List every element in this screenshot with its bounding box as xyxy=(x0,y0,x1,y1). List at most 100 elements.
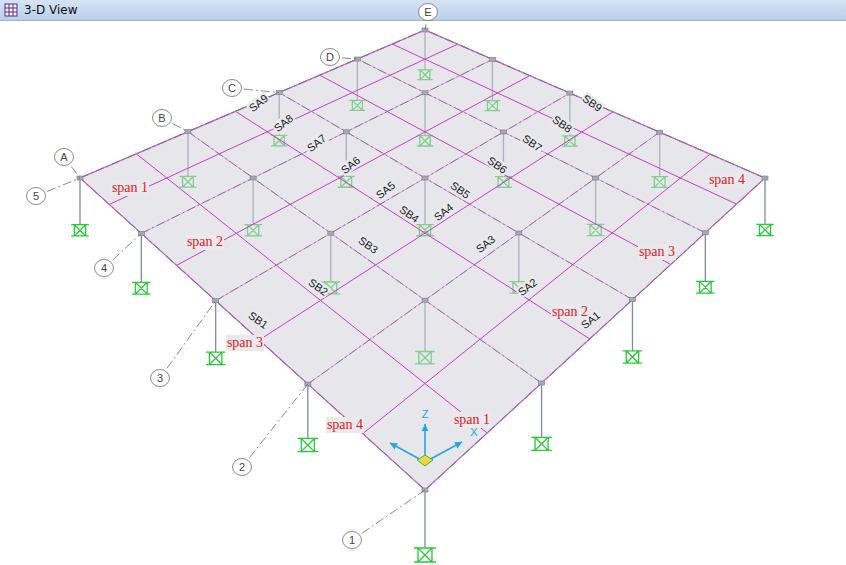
column-top xyxy=(343,130,349,134)
column-top xyxy=(489,57,495,61)
strip-boundary xyxy=(188,132,542,383)
column-line xyxy=(764,178,765,224)
bubble-ellipse xyxy=(223,80,242,97)
window-icon xyxy=(4,3,18,17)
column-top xyxy=(657,130,663,134)
grid-label: 5 xyxy=(26,190,46,202)
column-line xyxy=(632,300,633,351)
strip-boundary xyxy=(357,59,705,233)
support-symbol xyxy=(414,548,436,562)
strip-line xyxy=(235,111,589,339)
column-line xyxy=(141,233,142,282)
support-symbol xyxy=(132,282,151,294)
grid-line xyxy=(80,178,425,490)
support-symbol xyxy=(206,352,226,364)
slab-area xyxy=(80,30,765,490)
column-top xyxy=(138,231,144,235)
span-label: span 3 xyxy=(226,335,264,351)
bubble-ellipse xyxy=(27,188,46,205)
grid-extension xyxy=(362,490,425,533)
grid-bubble: D xyxy=(320,48,340,66)
column-line xyxy=(307,384,308,438)
column-line xyxy=(215,301,216,352)
grid-label: 1 xyxy=(342,534,362,546)
grid-extension xyxy=(167,301,216,369)
icon-grid xyxy=(5,4,17,16)
strip-line xyxy=(177,76,530,266)
column-tops xyxy=(77,28,768,492)
grid-extension xyxy=(425,24,426,30)
column-top xyxy=(629,298,635,302)
span-label: span 4 xyxy=(708,172,746,188)
column-top xyxy=(500,130,506,134)
grid-bubble: A xyxy=(54,148,74,166)
bubble-ellipse xyxy=(233,459,252,476)
column-top xyxy=(539,381,545,385)
grid-label: 4 xyxy=(94,262,114,274)
grid-label: 3 xyxy=(150,372,170,384)
grid-bubble: 1 xyxy=(342,531,362,549)
grid-extension xyxy=(173,124,188,132)
bubble-leaders xyxy=(47,24,426,533)
grid-extension xyxy=(71,167,80,178)
axis-arrowhead xyxy=(422,424,429,431)
column-top xyxy=(422,91,428,95)
column-top xyxy=(213,299,219,303)
grid-line xyxy=(141,59,492,233)
column-top xyxy=(422,298,428,302)
grid-bubble: 2 xyxy=(232,458,252,476)
span-label: span 1 xyxy=(453,412,491,428)
strip-line xyxy=(109,44,457,204)
column-line xyxy=(541,383,542,437)
slab-edge xyxy=(80,30,765,490)
column-line xyxy=(79,178,80,225)
grid-label: D xyxy=(320,51,340,63)
bubble-ellipse xyxy=(153,110,172,127)
axis-arrowhead xyxy=(454,442,462,448)
grid-extension xyxy=(342,58,357,59)
window-title: 3-D View xyxy=(24,3,78,17)
span-label: span 2 xyxy=(186,234,224,250)
strip-boundary xyxy=(279,93,632,300)
strip-line xyxy=(320,75,671,264)
grid-label: B xyxy=(152,112,172,124)
column-line xyxy=(705,233,706,282)
grid-label: A xyxy=(54,151,74,163)
grid-bubble: B xyxy=(152,109,172,127)
strip-lines xyxy=(80,30,765,490)
grid-lines xyxy=(80,30,765,490)
grid-line xyxy=(279,93,632,300)
strip-line xyxy=(259,112,613,340)
grid-bubble: 5 xyxy=(26,187,46,205)
column-top xyxy=(328,231,334,235)
grid-line xyxy=(357,59,705,233)
grid-extension xyxy=(47,178,80,191)
bubble-ellipse xyxy=(55,149,74,166)
grid-line xyxy=(425,30,765,178)
support-symbol xyxy=(298,438,319,451)
grid-label: C xyxy=(222,82,242,94)
span-label: span 1 xyxy=(111,180,149,196)
column-top xyxy=(593,176,599,180)
strip-line xyxy=(363,154,710,434)
strip-line xyxy=(392,44,736,204)
axis-label: X xyxy=(470,426,477,438)
grid-line xyxy=(80,30,425,178)
strip-boundary xyxy=(141,59,492,233)
grid-line xyxy=(425,178,765,490)
grid-extension xyxy=(249,384,307,458)
strip-boundary xyxy=(216,93,570,301)
grid-bubble: C xyxy=(222,79,242,97)
grid-line xyxy=(188,132,542,383)
support-symbol xyxy=(71,225,89,236)
axis-arrowhead xyxy=(390,443,398,449)
bubble-ellipse xyxy=(321,49,340,66)
column-top xyxy=(185,130,191,134)
columns xyxy=(80,30,765,548)
span-label: span 4 xyxy=(326,417,364,433)
strip-boundary xyxy=(308,132,660,384)
grid-line xyxy=(308,132,660,384)
axis-triad xyxy=(390,424,462,466)
